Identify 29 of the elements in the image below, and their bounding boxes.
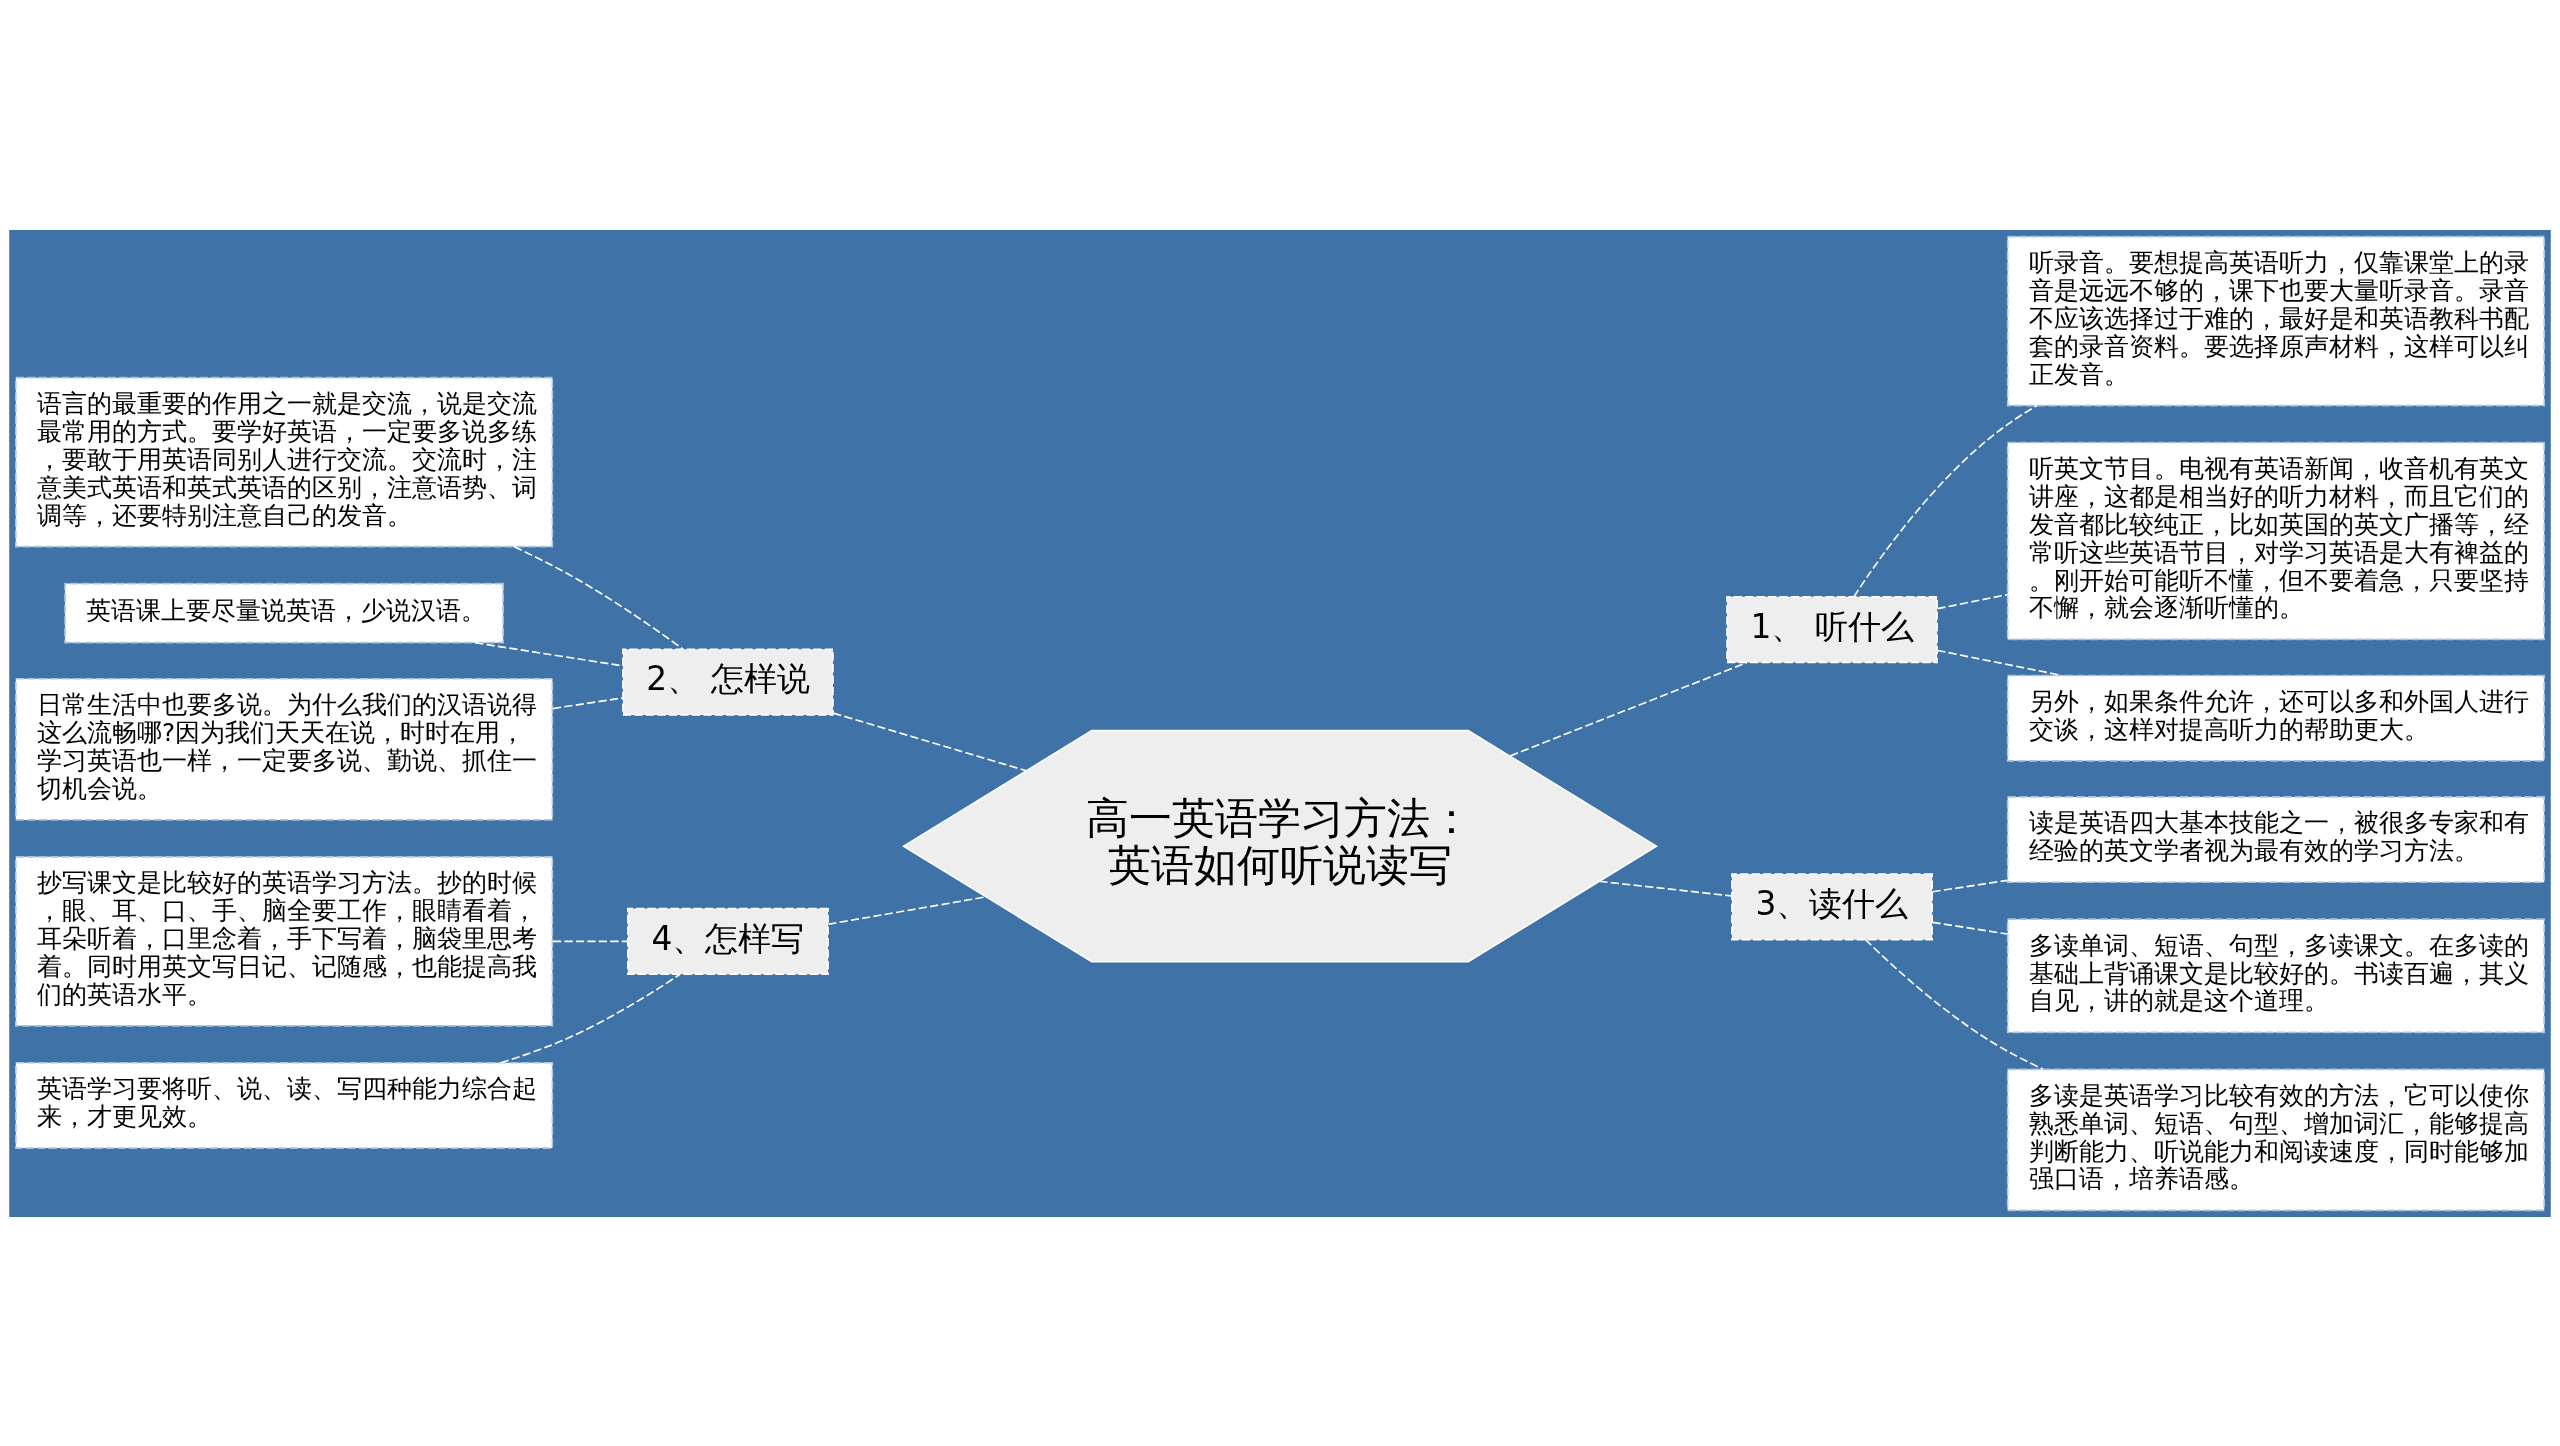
node-box: 多读单词、短语、句型，多读课文。在多读的基础上背诵课文是比较好的。书读百遍，其义自见，讲的就是这个道理。 <box>2006 917 2546 1033</box>
connector <box>1853 404 2038 598</box>
connector <box>513 545 684 650</box>
node-box: 日常生活中也要多说。为什么我们的汉语说得这么流畅哪?因为我们天天在说，时时在用，学习英语也一样，一定要多说、勤说、抓住一切机会说。 <box>14 677 554 821</box>
node-box: 读是英语四大基本技能之一，被很多专家和有经验的英文学者视为最有效的学习方法。 <box>2006 795 2546 883</box>
node-box: 4、怎样写 <box>627 907 829 975</box>
connector <box>1931 921 2009 935</box>
connector <box>1509 661 1748 757</box>
node-box: 英语学习要将听、说、读、写四种能力综合起来，才更见效。 <box>14 1061 554 1149</box>
node-box: 英语课上要尽量说英语，少说汉语。 <box>64 582 504 643</box>
node-box: 2、 怎样说 <box>622 647 834 716</box>
node-box: 另外，如果条件允许，还可以多和外国人进行交谈，这样对提高听力的帮助更大。 <box>2006 674 2546 762</box>
node-box: 3、读什么 <box>1731 872 1933 940</box>
connector <box>832 711 1028 772</box>
connector <box>552 696 624 709</box>
connector <box>1864 938 2044 1070</box>
node-box: 抄写课文是比较好的英语学习方法。抄的时候，眼、耳、口、手、脑全要工作，眼睛看着，耳朵听着，口里念着，手下写着，脑袋里思考着。同时用英文写日记、记随感，也能提高我们的英语水平。 <box>14 855 554 1027</box>
node-box: 听英文节目。电视有英语新闻，收音机有英文讲座，这都是相当好的听力材料，而且它们的发音都比较纯正，比如英国的英文广播等，经常听这些英语节目，对学习英语是大有裨益的。刚开始可能听不懂，但不要着急，只要坚持不懈，就会逐渐听懂的。 <box>2006 441 2546 640</box>
node-box: 多读是英语学习比较有效的方法，它可以使你熟悉单词、短语、句型、增加词汇，能够提高判断能力、听说能力和阅读速度，同时能够加强口语，培养语感。 <box>2006 1068 2546 1211</box>
node-box: 语言的最重要的作用之一就是交流，说是交流最常用的方式。要学好英语，一定要多说多练，要敢于用英语同别人进行交流。交流时，注意美式英语和英式英语的区别，注意语势、词调等，还要特别注意自己的发音。 <box>14 376 554 547</box>
node-box: 听录音。要想提高英语听力，仅靠课堂上的录音是远远不够的，课下也要大量听录音。录音不应该选择过于难的，最好是和英语教科书配套的录音资料。要选择原声材料，这样可以纠正发音。 <box>2006 235 2546 406</box>
connector <box>1931 879 2009 893</box>
connector <box>499 973 681 1063</box>
connector <box>1936 593 2009 609</box>
connector <box>827 895 987 925</box>
connector <box>1598 880 1733 897</box>
connector <box>552 940 629 942</box>
node-box: 1、 听什么 <box>1726 595 1938 663</box>
connector <box>1936 649 2063 676</box>
